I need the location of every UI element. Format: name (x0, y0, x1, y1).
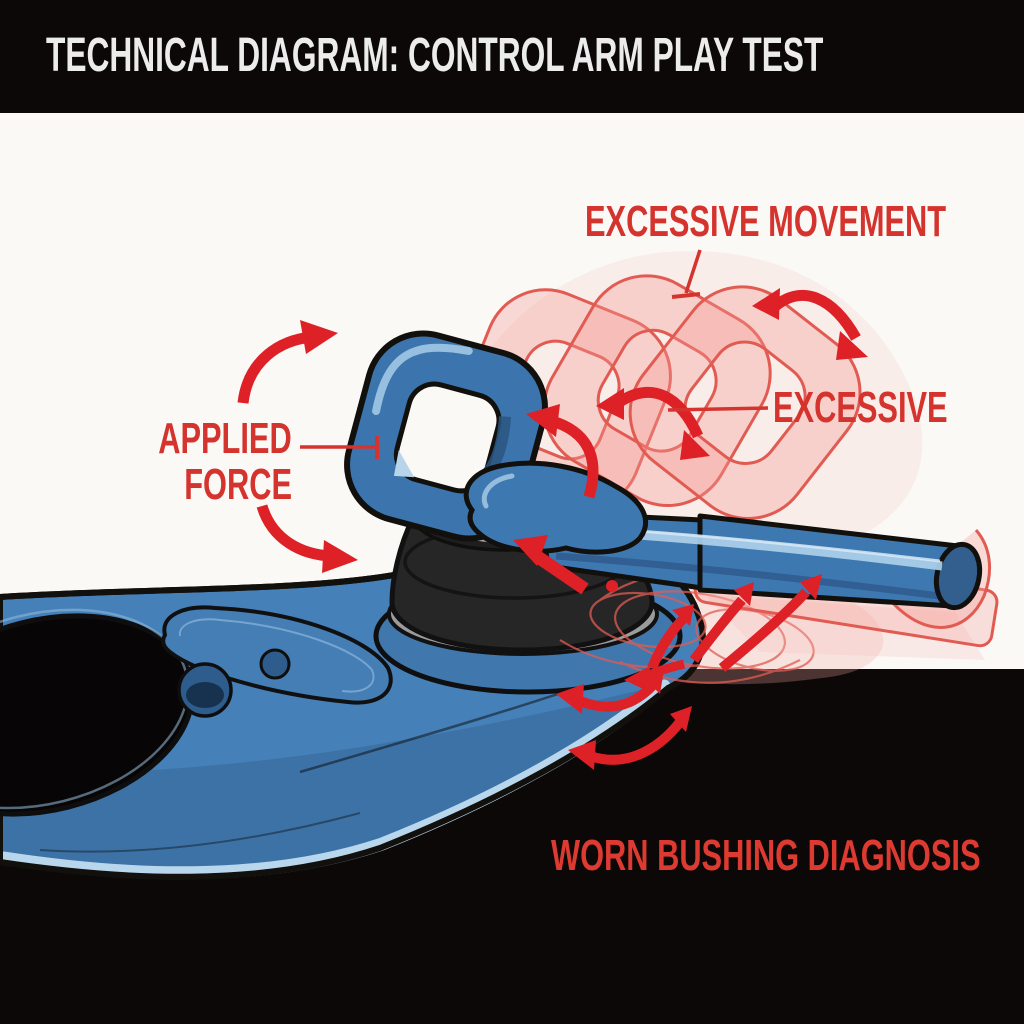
label-applied: APPLIED (158, 414, 292, 463)
label-applied-force: APPLIED FORCE (80, 416, 292, 508)
shaft-end-cap (933, 541, 983, 611)
label-force: FORCE (184, 460, 292, 509)
leader-lines (300, 249, 769, 459)
arrow-top-right-double (752, 288, 868, 360)
arrow-fan-chain (624, 574, 822, 692)
pry-bar-loop-handle (344, 330, 649, 555)
play-direction-arrows (237, 288, 868, 770)
leader-excessive (667, 406, 769, 412)
page-title-text: TECHNICAL DIAGRAM: CONTROL ARM PLAY TEST (46, 29, 824, 82)
arrow-applied-lower (256, 504, 358, 573)
label-worn-bushing-diagnosis: WORN BUSHING DIAGNOSIS (551, 831, 981, 880)
leader-applied-force (300, 436, 379, 459)
recess-pocket (161, 605, 393, 718)
loop-collar (463, 460, 649, 555)
leader-excessive-movement (671, 249, 702, 299)
arrow-lower-double-2 (568, 706, 692, 770)
arrow-bushing-upleft (513, 535, 589, 595)
arrow-loop-upleft (526, 404, 599, 499)
label-excessive-movement: EXCESSIVE MOVEMENT (585, 197, 947, 246)
arrow-applied-upper (237, 320, 338, 404)
ghost-loop-outlines (454, 274, 862, 520)
label-excessive: EXCESSIVE (773, 383, 948, 432)
arrow-middle-double (596, 387, 710, 460)
red-dot (606, 580, 618, 592)
page-title: TECHNICAL DIAGRAM: CONTROL ARM PLAY TEST (46, 32, 1024, 80)
arrow-lower-double-1 (556, 670, 664, 714)
ghost-loop-3 (628, 285, 862, 520)
bolt-hole-small (259, 648, 291, 680)
